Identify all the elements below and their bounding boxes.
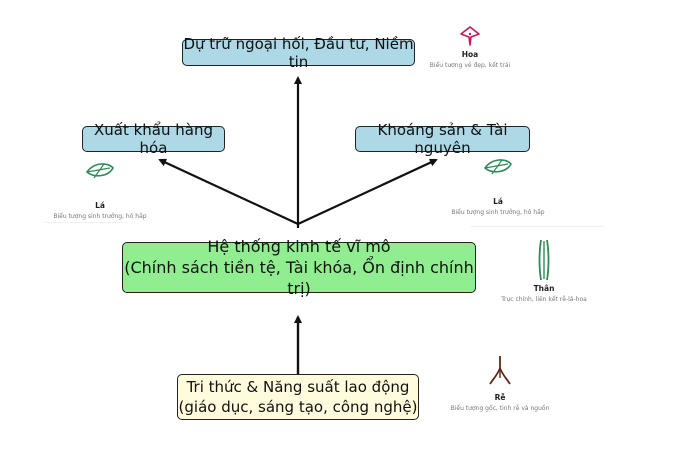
- legend-re-desc: Biểu tượng gốc, tinh rễ và nguồn: [450, 405, 550, 412]
- knowledge-productivity-subtitle: (giáo dục, sáng tạo, công nghệ): [178, 398, 418, 416]
- minerals-resources-label: Khoáng sản & Tài nguyên: [377, 121, 508, 157]
- macro-economy-title: Hệ thống kinh tế vĩ mô: [207, 237, 391, 256]
- legend-la-left-title: Lá: [95, 201, 105, 210]
- knowledge-productivity-box: Tri thức & Năng suất lao động (giáo dục,…: [177, 374, 419, 420]
- legend-hoa-desc: Biểu tượng vẻ đẹp, kết trái: [429, 62, 511, 69]
- minerals-resources-box: Khoáng sản & Tài nguyên: [355, 121, 530, 157]
- macro-economy-subtitle: (Chính sách tiền tệ, Tài khóa, Ổn định c…: [124, 258, 474, 298]
- legend-re-title: Rễ: [494, 393, 506, 402]
- reserves-investment-label: Dự trữ ngoại hối, Đầu tư, Niềm tin: [183, 34, 414, 71]
- arrow-to-right: [297, 158, 438, 225]
- arrow-to-left: [158, 158, 299, 225]
- knowledge-productivity-title: Tri thức & Năng suất lao động: [186, 378, 410, 396]
- flower-icon: [460, 26, 480, 46]
- faint-line: [45, 222, 125, 223]
- legend-than-title: Thân: [533, 284, 555, 293]
- legend-la-left-desc: Biểu tượng sinh trưởng, hô hấp: [53, 213, 147, 220]
- root-icon: [489, 356, 511, 385]
- legend-hoa: Hoa Biểu tượng vẻ đẹp, kết trái: [420, 24, 520, 69]
- reserves-investment-box: Dự trữ ngoại hối, Đầu tư, Niềm tin: [182, 35, 415, 71]
- legend-la-right-title: Lá: [493, 197, 503, 206]
- leaf-icon: [85, 163, 114, 179]
- legend-la-right: Lá Biểu tượng sinh trưởng, hô hấp: [448, 156, 548, 216]
- stem-icon: [538, 239, 550, 281]
- faint-line: [470, 226, 605, 227]
- legend-hoa-title: Hoa: [461, 50, 479, 59]
- goods-export-box: Xuất khẩu hàng hóa: [82, 121, 225, 157]
- macro-economy-box: Hệ thống kinh tế vĩ mô (Chính sách tiền …: [122, 237, 476, 298]
- legend-la-left: Lá Biểu tượng sinh trưởng, hô hấp: [50, 160, 150, 220]
- legend-la-right-desc: Biểu tượng sinh trưởng, hô hấp: [451, 209, 545, 216]
- leaf-icon: [483, 159, 512, 175]
- legend-re: Rễ Biểu tượng gốc, tinh rễ và nguồn: [450, 354, 550, 412]
- legend-than-desc: Trục chính, liên kết rễ-lá-hoa: [501, 296, 587, 303]
- legend-than: Thân Trục chính, liên kết rễ-lá-hoa: [494, 238, 594, 303]
- goods-export-label: Xuất khẩu hàng hóa: [93, 121, 213, 157]
